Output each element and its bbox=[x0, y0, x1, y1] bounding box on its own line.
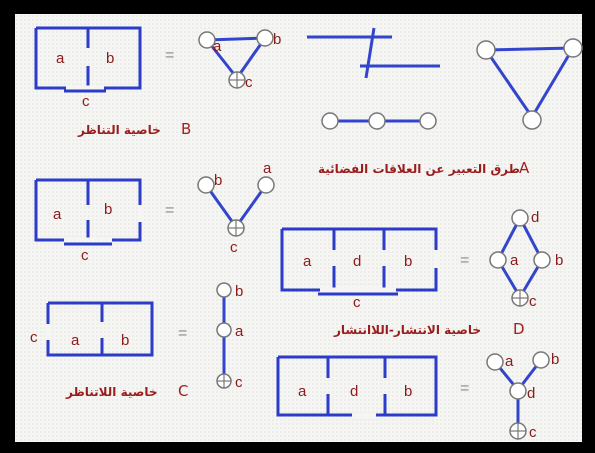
node-c-label-5: c bbox=[235, 374, 243, 391]
notation-triangle-graph bbox=[476, 38, 583, 130]
section-d-letter: D bbox=[513, 320, 525, 338]
equals-sign-2: = bbox=[165, 202, 174, 219]
node-c-label-6: c bbox=[529, 424, 537, 441]
node-c-label: c bbox=[245, 74, 253, 91]
equals-sign: = bbox=[165, 47, 174, 64]
caption-a: طرق التعبير عن العلاقات الفضائية bbox=[318, 162, 520, 176]
room-a-label-3: a bbox=[303, 253, 312, 270]
room-a-label-2: a bbox=[53, 206, 62, 223]
graph-c-chain bbox=[216, 282, 232, 389]
section-a-letter: A bbox=[519, 159, 530, 177]
room-b-label: b bbox=[106, 50, 114, 67]
caption-b: خاصية التناظر bbox=[77, 123, 161, 137]
node-a bbox=[198, 31, 216, 49]
room-b-label-2: b bbox=[104, 201, 112, 218]
room-c-label-3: c bbox=[353, 294, 361, 311]
plan-b-middle bbox=[34, 178, 143, 246]
notation-crossing-lines bbox=[307, 27, 440, 79]
room-a-label-5: a bbox=[71, 332, 80, 349]
node-b bbox=[256, 29, 274, 47]
node-d-label-4: d bbox=[531, 209, 539, 226]
node-a-label-5: a bbox=[235, 323, 244, 340]
node-a-label: a bbox=[213, 38, 222, 55]
graph-d-diamond bbox=[489, 209, 551, 307]
node-b-label-5: b bbox=[235, 283, 243, 300]
plan-d-bottom bbox=[276, 355, 438, 418]
section-c-letter: C bbox=[178, 382, 188, 400]
equals-sign-5: = bbox=[178, 325, 187, 342]
node-b-label: b bbox=[273, 31, 281, 48]
graph-b-v bbox=[197, 176, 275, 237]
equals-sign-3: = bbox=[460, 252, 469, 269]
plan-b-top bbox=[34, 26, 142, 93]
section-b-letter: B bbox=[181, 120, 191, 138]
plan-c bbox=[45, 301, 154, 357]
room-d-label-3: d bbox=[353, 253, 361, 270]
room-b-label-6: b bbox=[404, 383, 412, 400]
room-a-label: a bbox=[56, 50, 65, 67]
caption-d: خاصية الانتشار-اللاانتشار bbox=[333, 323, 481, 337]
node-a-label-6: a bbox=[505, 353, 514, 370]
equals-sign-6: = bbox=[460, 380, 469, 397]
node-b-label-6: b bbox=[551, 351, 559, 368]
room-b-label-3: b bbox=[404, 253, 412, 270]
graph-b-triangle bbox=[198, 29, 274, 89]
notation-chain-graph bbox=[321, 112, 437, 130]
plan-d bbox=[280, 227, 439, 296]
node-c-label-2: c bbox=[230, 239, 238, 256]
graph-y bbox=[486, 351, 550, 440]
node-c-label-4: c bbox=[529, 293, 537, 310]
node-a-label-4: a bbox=[510, 252, 519, 269]
node-b-label-4: b bbox=[555, 252, 563, 269]
room-d-label-6: d bbox=[350, 383, 358, 400]
room-c-label-5: c bbox=[30, 329, 38, 346]
room-c-label: c bbox=[82, 93, 90, 110]
room-c-label-2: c bbox=[81, 247, 89, 264]
caption-c: خاصية اللاتناظر bbox=[65, 385, 158, 399]
node-a-label-2: a bbox=[263, 160, 272, 177]
room-b-label-5: b bbox=[121, 332, 129, 349]
node-b-label-2: b bbox=[214, 172, 222, 189]
room-a-label-6: a bbox=[298, 383, 307, 400]
node-d-label-6: d bbox=[527, 385, 535, 402]
